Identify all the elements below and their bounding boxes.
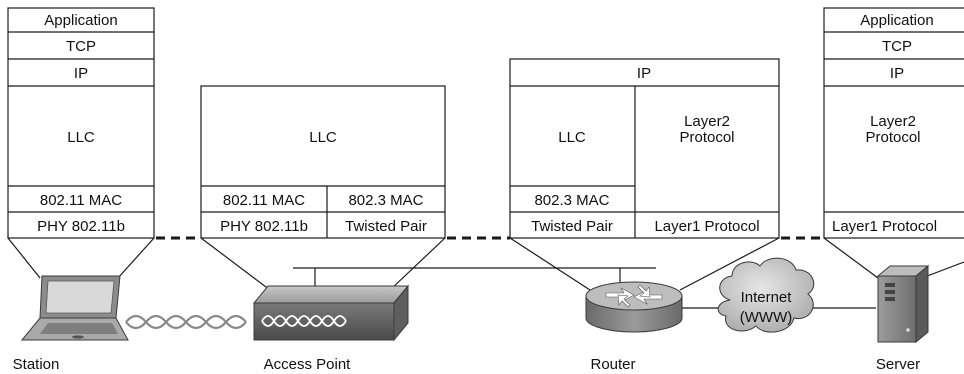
router-layer1: Layer1 Protocol	[654, 218, 759, 235]
station-stack: Application TCP IP LLC 802.11 MAC PHY 80…	[7, 7, 155, 239]
router-layer-twisted-pair: Twisted Pair	[531, 218, 613, 235]
server-layer-ip: IP	[890, 65, 904, 82]
router-layer-llc: LLC	[558, 129, 586, 146]
cloud-label-www: (WWW)	[740, 309, 792, 326]
access-point-icon	[252, 284, 410, 342]
station-layer-application: Application	[44, 12, 117, 29]
server-layer2-line1: Layer2	[870, 113, 916, 130]
wireless-signal-icon	[125, 314, 247, 330]
server-layer-application: Application	[860, 12, 933, 29]
laptop-icon	[20, 275, 129, 341]
router-layer-mac-8023: 802.3 MAC	[534, 192, 609, 209]
station-label: Station	[13, 356, 60, 373]
server-label: Server	[876, 356, 920, 373]
ap-layer-llc: LLC	[309, 129, 337, 146]
cloud-label-internet: Internet	[741, 289, 793, 306]
router-stack: IP LLC 802.3 MAC Twisted Pair Layer2 Pro…	[509, 58, 780, 239]
station-layer-llc: LLC	[67, 129, 95, 146]
callout-lines	[7, 237, 964, 291]
router-layer2-line1: Layer2	[684, 113, 730, 130]
ap-layer-twisted-pair: Twisted Pair	[345, 218, 427, 235]
server-icon	[876, 264, 930, 344]
ap-layer-mac-8023: 802.3 MAC	[348, 192, 423, 209]
server-layer2-line2: Protocol	[865, 129, 920, 146]
access-point-stack-frame	[200, 85, 446, 239]
ap-layer-phy-80211b: PHY 802.11b	[220, 218, 308, 235]
station-layer-tcp: TCP	[66, 38, 96, 55]
access-point-label: Access Point	[264, 356, 352, 373]
station-layer-mac: 802.11 MAC	[40, 192, 122, 209]
internet-cloud-icon: Internet (WWW)	[717, 257, 815, 333]
access-point-stack: LLC 802.11 MAC 802.3 MAC PHY 802.11b Twi…	[200, 85, 446, 239]
station-stack-frame	[7, 7, 155, 239]
server-stack: Application TCP IP Layer2 Protocol Layer…	[823, 7, 964, 239]
server-layer1: Layer1 Protocol	[832, 218, 937, 235]
station-layer-ip: IP	[74, 65, 88, 82]
router-stack-frame	[509, 58, 780, 239]
router-label: Router	[590, 356, 635, 373]
router-layer-ip: IP	[637, 65, 651, 82]
ap-layer-mac-80211: 802.11 MAC	[223, 192, 305, 209]
server-layer-tcp: TCP	[882, 38, 912, 55]
server-stack-frame	[823, 7, 964, 239]
router-layer2-line2: Protocol	[679, 129, 734, 146]
station-layer-phy: PHY 802.11b	[37, 218, 125, 235]
router-icon	[585, 281, 683, 333]
